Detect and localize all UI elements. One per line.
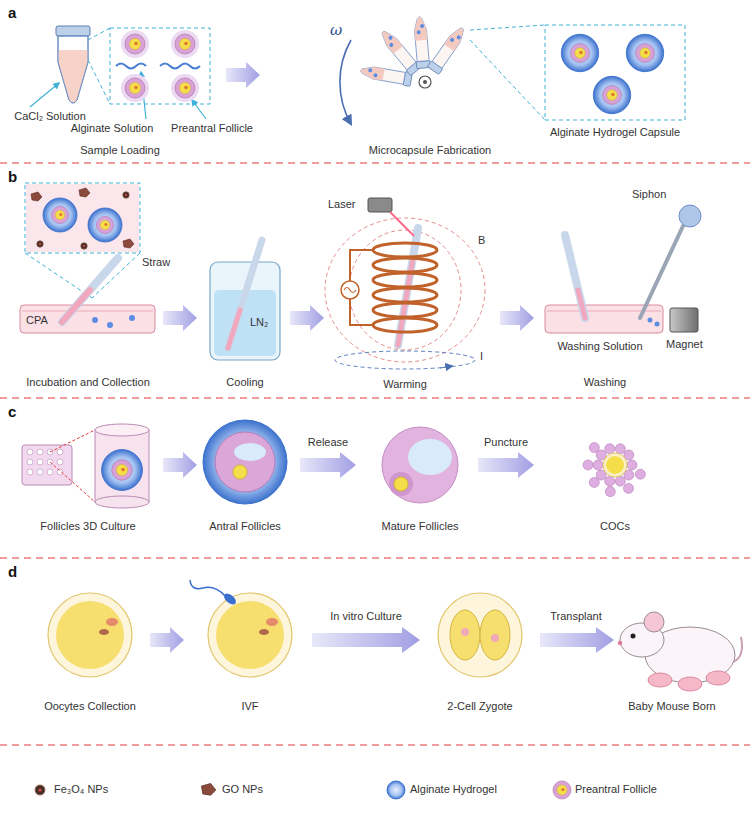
arrow-label: Puncture [484,436,528,449]
ln2-dewar [210,240,280,360]
step-arrow [500,305,534,331]
component-label: CaCl₂ Solution [14,110,86,123]
legend-icon [35,781,571,799]
step-caption: Sample Loading [80,144,160,157]
cumulus-oocyte-complex [583,443,645,497]
rotation-symbol: ω [330,22,342,39]
zoom-box [88,25,685,120]
current-symbol: I [478,350,485,363]
step-arrow [300,452,356,478]
step-caption: Cooling [226,376,263,389]
step-arrow [163,452,197,478]
step-caption: Baby Mouse Born [628,700,715,713]
step-arrow [290,305,324,331]
component-label: Laser [328,198,356,211]
legend-text: Preantral Follicle [575,783,657,796]
mature-follicle [382,427,458,503]
step-caption: Incubation and Collection [26,376,150,389]
panel-letter: d [8,563,17,580]
culture-plate [22,424,149,508]
hydrogel-capsules [561,34,663,113]
component-label: Siphon [632,188,666,201]
step-caption: Warming [381,378,429,391]
step-caption: COCs [600,520,630,533]
step-arrow [540,627,614,653]
cpa-detail [26,184,139,252]
two-cell-zygote [438,593,522,677]
step-caption: Microcapsule Fabrication [369,144,491,157]
step-caption: Washing [584,376,626,389]
step-arrow [163,305,197,331]
component-label: Alginate Hydrogel Capsule [550,126,680,139]
antral-follicle [203,420,287,504]
component-label: Washing Solution [557,340,642,353]
arrow-label: Transplant [550,610,602,623]
step-arrow [226,62,260,88]
panel-letter: c [8,403,16,420]
follicle-suspension [116,30,200,102]
component-label: LN₂ [250,316,268,329]
field-symbol: B [476,234,487,247]
magnetic-laser-warming [325,198,485,369]
washing-dish [545,205,701,333]
legend-text: GO NPs [222,783,263,796]
fertilized-oocyte [190,580,292,677]
step-arrow [312,627,420,653]
component-label: Preantral Follicle [171,122,253,135]
centrifuge [340,16,468,124]
mouse-with-pups [618,612,742,691]
component-label: Straw [142,256,170,269]
component-label: Alginate Solution [71,122,154,135]
step-caption: IVF [241,700,258,713]
cpa-dish [20,258,155,333]
panel-separator [0,163,750,745]
panel-letter: b [8,168,17,185]
panel-letter: a [8,4,16,21]
step-caption: Follicles 3D Culture [40,520,135,533]
legend-text: Fe₃O₄ NPs [54,783,108,796]
step-caption: 2-Cell Zygote [447,700,512,713]
component-label: Magnet [666,338,703,351]
step-arrow [150,627,184,653]
arrow-label: In vitro Culture [330,610,402,623]
oocyte [48,593,132,677]
step-arrow [478,452,534,478]
component-label: CPA [26,314,48,327]
step-caption: Oocytes Collection [44,700,136,713]
step-caption: Antral Follicles [209,520,281,533]
arrow-label: Release [308,436,348,449]
legend-text: Alginate Hydrogel [410,783,497,796]
sample-tube [56,26,90,103]
zoom-box [25,183,140,298]
step-caption: Mature Follicles [381,520,458,533]
